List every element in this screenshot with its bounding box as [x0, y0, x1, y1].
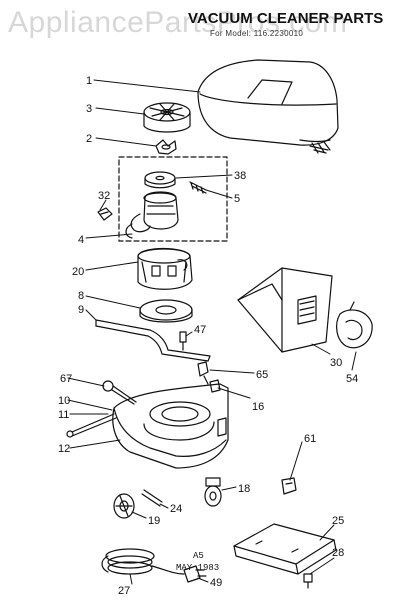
part-filter-disk [336, 301, 373, 349]
callout-38: 38 [234, 170, 246, 182]
callout-1: 1 [86, 75, 92, 87]
callout-27: 27 [118, 585, 130, 597]
part-handle-bar [95, 319, 211, 362]
callout-49: 49 [210, 577, 222, 589]
callout-47: 47 [194, 324, 206, 336]
part-power-cord [101, 548, 185, 575]
part-top-cover [197, 59, 339, 154]
callout-25: 25 [332, 515, 344, 527]
callout-16: 16 [252, 401, 264, 413]
part-screw-47 [179, 331, 187, 351]
part-caster [204, 477, 222, 507]
callout-2: 2 [86, 133, 92, 145]
part-motor [125, 191, 179, 239]
callout-30: 30 [330, 357, 342, 369]
callout-28: 28 [332, 547, 344, 559]
part-latch [197, 361, 209, 385]
part-brush-spring [189, 181, 207, 194]
part-fan-filter [143, 102, 191, 133]
leader-lines [67, 79, 357, 585]
part-motor-housing [137, 247, 193, 290]
callout-8: 8 [78, 290, 84, 302]
callout-10: 10 [58, 395, 70, 407]
callout-labels: 1 3 2 38 5 32 4 20 8 9 47 30 54 65 16 67… [58, 75, 358, 597]
watermark-text: AppliancePartsPros.com [8, 6, 348, 39]
callout-61: 61 [304, 433, 316, 445]
part-catch [209, 379, 221, 393]
diagram-title: VACUUM CLEANER PARTS [188, 10, 384, 27]
revision-code: A5 [193, 551, 204, 561]
part-wheel [113, 493, 135, 519]
part-filter-holder [237, 267, 333, 353]
part-motor-fan [144, 171, 176, 189]
callout-54: 54 [346, 373, 358, 385]
callout-20: 20 [72, 266, 84, 278]
callout-4: 4 [78, 234, 84, 246]
part-gasket [139, 299, 193, 323]
callout-12: 12 [58, 443, 70, 455]
callout-3: 3 [86, 103, 92, 115]
part-impeller [155, 139, 177, 155]
callout-65: 65 [256, 369, 268, 381]
part-bottom-plate [233, 523, 337, 575]
part-screw-28 [303, 573, 313, 589]
part-clip [97, 207, 113, 221]
part-pin [141, 489, 163, 507]
callout-67: 67 [60, 373, 72, 385]
callout-11: 11 [58, 409, 69, 421]
callout-19: 19 [148, 515, 160, 527]
part-hinge [102, 380, 137, 405]
callout-32: 32 [98, 190, 110, 202]
callout-9: 9 [78, 304, 84, 316]
part-clip-61 [281, 477, 297, 495]
callout-24: 24 [170, 503, 182, 515]
model-subtitle: For Model: 116.2230010 [210, 29, 304, 38]
part-plug [183, 565, 207, 583]
revision-date: MAY 1983 [176, 563, 220, 573]
part-base-housing [112, 383, 229, 469]
callout-5: 5 [234, 193, 240, 205]
motor-assembly-box [118, 156, 228, 242]
part-axle-rod [66, 413, 117, 438]
callout-18: 18 [238, 483, 250, 495]
